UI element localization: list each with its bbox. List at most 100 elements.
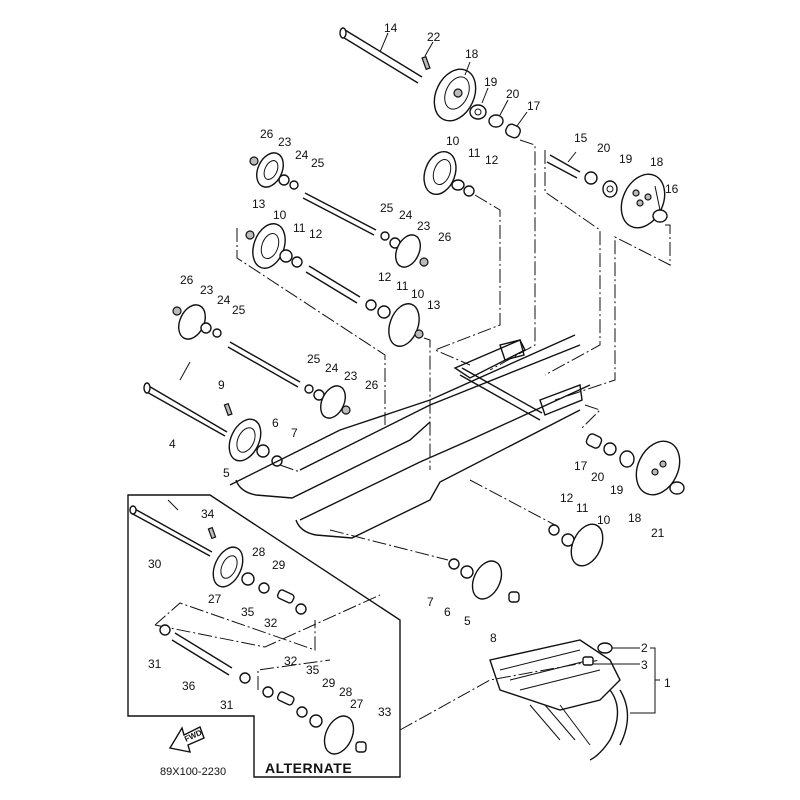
- callout-31: 31: [220, 698, 234, 712]
- front-axle-group: [143, 382, 283, 467]
- leader-12d: [469, 479, 556, 526]
- shaft-upper-a: [304, 192, 377, 231]
- fwd-arrow: FWD: [168, 726, 205, 753]
- leader-16t: [654, 185, 661, 211]
- callout-33: 33: [378, 705, 392, 719]
- nut-26-c: [172, 306, 182, 316]
- callout-7: 7: [291, 426, 298, 440]
- nut-26-a: [249, 156, 259, 166]
- leader-20: [499, 99, 509, 116]
- wheel-18-lower-hole: [651, 468, 659, 476]
- wheel-18-hub: [444, 76, 470, 110]
- shaft-upper-b-edge: [305, 271, 358, 304]
- clip-7-b: [448, 558, 460, 570]
- callout-25: 25: [311, 156, 325, 170]
- callout-2: 2: [641, 641, 648, 655]
- collar-17-lower: [585, 433, 603, 449]
- track-curve-outer: [619, 689, 629, 746]
- alt-leader-c: [257, 659, 331, 690]
- callout-26: 26: [365, 378, 379, 392]
- wheel-23-d: [320, 385, 346, 419]
- callout-16: 16: [665, 182, 679, 196]
- callout-30: 30: [148, 557, 162, 571]
- callout-12: 12: [378, 270, 392, 284]
- clip-25-c: [212, 328, 222, 338]
- shaft-middle: [229, 341, 301, 383]
- bearing-11-b: [279, 249, 293, 263]
- wheel-group-10-c: [365, 299, 424, 347]
- wheel-5-b: [471, 560, 503, 600]
- callout-11: 11: [576, 501, 589, 515]
- wheel-27-a-hub: [220, 555, 238, 579]
- callout-11: 11: [468, 146, 481, 160]
- collar-15-edge: [546, 161, 578, 179]
- bearing-19-top: [469, 104, 487, 120]
- callouts: 14 22 18 19 20 17 10 11 12 15 20 19 18 1…: [148, 21, 679, 719]
- bolt-4-head: [143, 382, 151, 394]
- bolt-30-edge: [130, 512, 211, 557]
- wheel-18-lower: [635, 440, 681, 496]
- callout-26: 26: [180, 273, 194, 287]
- bracket-lower: [539, 384, 583, 416]
- cross-shaft-edge: [461, 367, 543, 414]
- wheel-group-18-lower: [585, 433, 685, 496]
- callout-25: 25: [380, 201, 394, 215]
- callout-7: 7: [427, 595, 434, 609]
- rail-lower-b: [295, 409, 581, 539]
- wheel-27-b: [323, 715, 355, 755]
- wheel-group-23-a: [249, 152, 299, 190]
- wheel-10-b: [252, 223, 286, 269]
- clip-12-a: [463, 185, 475, 197]
- callout-5: 5: [223, 466, 230, 480]
- track-lugs: [529, 704, 591, 746]
- wheel-group-23-b: [380, 231, 429, 268]
- leader-7a: [279, 464, 301, 473]
- callout-8: 8: [490, 631, 497, 645]
- wheel-18-right-hole: [644, 193, 652, 201]
- track-assembly: [489, 639, 660, 761]
- callout-19: 19: [484, 75, 498, 89]
- callout-3: 3: [641, 658, 648, 672]
- part-code: 89X100-2230: [160, 766, 226, 778]
- bolt-30: [132, 507, 213, 553]
- leader-17t: [516, 111, 528, 127]
- callout-25: 25: [232, 303, 246, 317]
- wheel-group-18-right: [546, 154, 668, 229]
- wheel-5-a-hub: [236, 427, 256, 453]
- nut-26-b: [419, 257, 429, 267]
- callout-5: 5: [464, 614, 471, 628]
- callout-10: 10: [446, 134, 460, 148]
- cotter-pin-22: [421, 55, 431, 71]
- collar-36-edge: [171, 639, 230, 676]
- callout-28: 28: [252, 545, 266, 559]
- callout-32: 32: [284, 654, 298, 668]
- bearing-6-a: [256, 444, 270, 458]
- alt-leader-a: [154, 602, 316, 651]
- wheel-23-a-hub: [263, 160, 279, 180]
- callout-12: 12: [485, 153, 499, 167]
- rail-mid: [299, 384, 591, 521]
- washer-32-a: [295, 603, 307, 615]
- shaft-14-edge: [340, 35, 419, 84]
- callout-13: 13: [252, 197, 266, 211]
- slide-rail-frame: [229, 334, 591, 539]
- rear-axle-group: [339, 27, 521, 139]
- washer-31-b: [239, 672, 251, 684]
- bolt-4-edge: [144, 390, 226, 437]
- callout-35: 35: [241, 605, 255, 619]
- seal-20-lower: [603, 442, 617, 456]
- rail-upper-edge2: [299, 344, 581, 471]
- callout-19: 19: [610, 483, 624, 497]
- nut-8: [508, 591, 520, 603]
- wheel-10-a-hub: [432, 158, 452, 186]
- cap-21: [669, 481, 685, 495]
- collar-35-b: [276, 691, 295, 706]
- callout-20: 20: [597, 141, 611, 155]
- wheel-10-b-hub: [260, 232, 280, 260]
- washer-31-a: [159, 624, 171, 636]
- callout-10: 10: [273, 208, 287, 222]
- callout-20: 20: [506, 87, 520, 101]
- fwd-label: FWD: [183, 728, 204, 744]
- leader-4: [179, 361, 191, 381]
- shaft-upper-a-edge: [302, 197, 375, 236]
